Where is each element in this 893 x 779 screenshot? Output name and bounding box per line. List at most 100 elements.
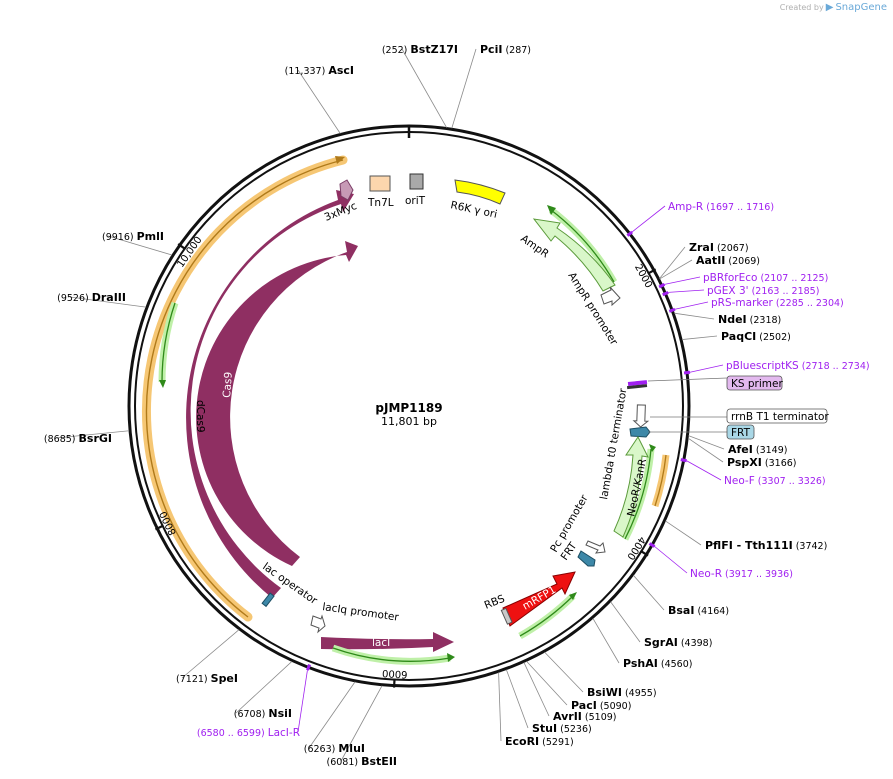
- primer-site-0[interactable]: Amp-R (1697 .. 1716): [668, 201, 774, 213]
- tick-label-6000: 6000: [382, 667, 408, 679]
- cut-site-15[interactable]: AvrII (5109): [553, 710, 617, 723]
- cut-leader-20: [235, 661, 293, 714]
- rrnb-box[interactable]: [726, 408, 828, 424]
- feature-label-tn7l: Tn7L: [367, 197, 394, 209]
- cut-site-13[interactable]: BsiWI (4955): [587, 686, 657, 699]
- cut-site-20[interactable]: (6708) NsiI: [234, 707, 292, 720]
- rrnb-terminator: [632, 404, 650, 428]
- cut-leader-4: [659, 259, 693, 280]
- snapgene-credit: Created by ▶ SnapGene: [780, 2, 887, 13]
- primer-site-5[interactable]: Neo-F (3307 .. 3326): [724, 475, 826, 487]
- cut-site-18[interactable]: (6081) BstEII: [327, 755, 398, 768]
- feature-label-ampr: AmpR: [518, 233, 551, 261]
- cut-site-21[interactable]: (7121) SpeI: [176, 672, 238, 685]
- primer-site-4[interactable]: pBluescriptKS (2718 .. 2734): [726, 360, 870, 372]
- cut-site-24[interactable]: (9916) PmlI: [102, 230, 164, 243]
- cut-leader-2: [297, 69, 341, 134]
- primer-site-2[interactable]: pGEX 3' (2163 .. 2185): [707, 285, 819, 297]
- restriction-sites: (252) BstZ17I PciI (287) (11,337) AscI ZraI…: [44, 43, 827, 768]
- cut-leader-1: [451, 48, 477, 129]
- cut-site-2[interactable]: (11,337) AscI: [285, 64, 354, 77]
- plasmid-name: pJMP1189: [375, 401, 442, 415]
- cut-site-9[interactable]: PflFI - Tth111I (3742): [705, 539, 827, 552]
- credit-brand: SnapGene: [835, 2, 887, 13]
- primer-site-6[interactable]: Neo-R (3917 .. 3936): [690, 568, 793, 580]
- cut-leader-3: [659, 246, 686, 279]
- cut-site-6[interactable]: PaqCI (2502): [721, 330, 791, 343]
- tick-2000: [647, 268, 657, 275]
- cut-site-10[interactable]: BsaI (4164): [668, 604, 729, 617]
- cut-leader-17: [498, 672, 502, 742]
- lac-operator-feature: [261, 592, 275, 608]
- credit-prefix: Created by: [779, 3, 824, 12]
- laci-arc-arrowhead: [447, 653, 455, 662]
- cas9-arrow: [196, 241, 358, 566]
- primer-site-1[interactable]: pBRforEco (2107 .. 2125): [703, 272, 828, 284]
- cut-leader-22: [55, 430, 130, 439]
- cut-site-5[interactable]: NdeI (2318): [718, 313, 781, 326]
- primer-leader-3: [674, 301, 709, 310]
- dcas9-orange-arc-core: [145, 159, 344, 618]
- cut-leader-13: [544, 651, 584, 693]
- primer-leader-1: [664, 276, 701, 285]
- ampr-arrow: [532, 218, 616, 292]
- primer-site-7[interactable]: (6580 .. 6599) LacI-R: [197, 727, 300, 739]
- feature-label-cas9: Cas9: [221, 372, 235, 399]
- laci-green-arc-core: [332, 647, 451, 662]
- ks-primer-box[interactable]: [726, 375, 783, 391]
- neor-orange-arc: [651, 454, 670, 508]
- cut-leader-6: [681, 335, 718, 340]
- primer-leader-7: [297, 670, 308, 733]
- frt-box-label: FRT: [731, 427, 751, 439]
- cut-site-4[interactable]: AatII (2069): [696, 254, 760, 267]
- cut-leader-11: [610, 601, 641, 643]
- cut-site-1[interactable]: PciI (287): [480, 43, 531, 56]
- cut-site-22[interactable]: (8685) BsrGI: [44, 432, 112, 445]
- cut-site-12[interactable]: PshAI (4560): [623, 657, 692, 670]
- ks-primer-leader: [647, 377, 728, 382]
- primer-sites: Amp-R (1697 .. 1716) pBRforEco (2107 .. 2…: [197, 201, 870, 739]
- tick-8000: [154, 524, 165, 531]
- neor-green-arc-core: [624, 448, 652, 540]
- cut-site-3[interactable]: ZraI (2067): [689, 241, 749, 254]
- cut-leader-0: [401, 48, 447, 128]
- cut-leader-23: [69, 296, 147, 308]
- ks-primer-box-label: KS primer: [731, 378, 783, 390]
- neor-kanr-arrow: [613, 436, 649, 538]
- pc-promoter: [585, 540, 606, 554]
- ks-primer-mark-2: [626, 384, 648, 390]
- ampr-green-arc-core: [550, 209, 615, 283]
- green-arc-arrowhead-left: [159, 380, 166, 388]
- tick-10000: [177, 243, 187, 251]
- primer-mark-7: [306, 664, 311, 671]
- cut-site-19[interactable]: (6263) MluI: [304, 742, 365, 755]
- cut-site-8[interactable]: PspXI (3166): [727, 456, 796, 469]
- cut-site-17[interactable]: EcoRI (5291): [505, 735, 574, 748]
- cut-site-11[interactable]: SgrAI (4398): [644, 636, 712, 649]
- mrfp1-arc-arrowhead: [569, 592, 577, 600]
- laci-arrow: [321, 632, 454, 652]
- primer-leader-0: [631, 205, 666, 233]
- feature-label-mrfp1: mRFP1: [521, 584, 559, 613]
- primer-mark-0: [626, 230, 634, 237]
- frt-box[interactable]: [726, 424, 755, 440]
- feature-label-dcas9: dCas9: [194, 400, 206, 433]
- orit-feature: [409, 173, 424, 190]
- cut-leader-15: [523, 662, 550, 717]
- cut-site-16[interactable]: StuI (5236): [532, 722, 592, 735]
- cut-site-14[interactable]: PacI (5090): [571, 699, 631, 712]
- primer-site-3[interactable]: pRS-marker (2285 .. 2304): [711, 297, 844, 309]
- cut-leader-7: [688, 435, 725, 450]
- neor-arc-arrowhead: [649, 444, 656, 452]
- orange-arc-arrowhead: [335, 156, 345, 164]
- frt-feature-right: [629, 426, 651, 438]
- rbs-feature: [500, 607, 513, 625]
- snapgene-logo-icon: ▶: [825, 2, 834, 13]
- tick-4000: [639, 549, 649, 557]
- cut-site-7[interactable]: AfeI (3149): [728, 443, 787, 456]
- cut-site-0[interactable]: (252) BstZ17I: [382, 43, 458, 56]
- primer-leader-4: [689, 364, 724, 373]
- cut-site-23[interactable]: (9526) DraIII: [57, 291, 126, 304]
- rrnb-box-label: rrnB T1 terminator: [731, 411, 829, 423]
- cut-leader-12: [592, 618, 620, 664]
